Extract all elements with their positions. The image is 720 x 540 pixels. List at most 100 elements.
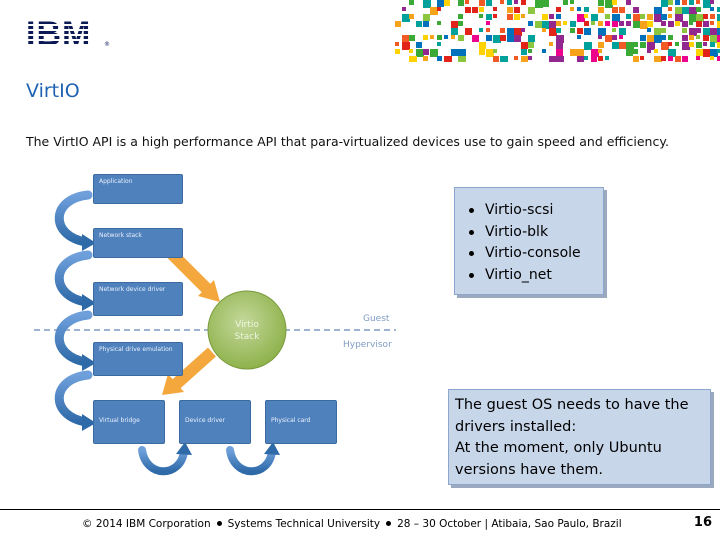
mosaic-cell (682, 7, 689, 14)
mosaic-cell (395, 42, 399, 46)
mosaic-cell (514, 28, 522, 36)
mosaic-cell (626, 14, 631, 19)
mosaic-cell (605, 21, 610, 26)
mosaic-cell (710, 21, 714, 25)
mosaic-cell (479, 7, 484, 12)
mosaic-cell (598, 7, 604, 13)
mosaic-cell (584, 7, 589, 12)
mosaic-cell (430, 7, 438, 15)
mosaic-cell (668, 14, 672, 18)
mosaic-cell (514, 14, 520, 20)
mosaic-cell (437, 42, 441, 46)
mosaic-cell (402, 7, 406, 11)
footer-copyright: © 2014 IBM Corporation (82, 518, 211, 530)
mosaic-cell (556, 56, 564, 62)
mosaic-cell (661, 0, 668, 7)
mosaic-cell (717, 14, 720, 21)
mosaic-cell (542, 0, 549, 7)
mosaic-cell (416, 49, 424, 57)
mosaic-cell (591, 56, 597, 62)
mosaic-cell (703, 35, 709, 41)
mosaic-cell (598, 0, 604, 6)
mosaic-cell (528, 56, 532, 60)
mosaic-cell (570, 7, 574, 11)
mosaic-cell (605, 0, 613, 8)
mosaic-cell (640, 14, 645, 19)
mosaic-cell (689, 35, 694, 40)
mosaic-cell (500, 28, 505, 33)
mosaic-cell (409, 49, 413, 53)
mosaic-cell (654, 35, 662, 43)
mosaic-cell (402, 14, 410, 22)
mosaic-cell (661, 35, 666, 40)
mosaic-cell (570, 49, 577, 56)
mosaic-cell (661, 42, 669, 50)
mosaic-cell (402, 42, 410, 50)
mosaic-cell (584, 21, 589, 26)
mosaic-cell (647, 35, 654, 42)
mosaic-cell (640, 21, 648, 29)
mosaic-cell (486, 49, 494, 57)
mosaic-cell (682, 21, 688, 27)
mosaic-cell (584, 56, 588, 60)
mosaic-cell (710, 0, 714, 4)
mosaic-cell (535, 0, 543, 8)
mosaic-cell (507, 0, 512, 5)
note-line-1: The guest OS needs to have the (455, 397, 689, 413)
mosaic-cell (689, 7, 697, 15)
mosaic-cell (458, 56, 466, 62)
mosaic-cell (598, 35, 602, 39)
mosaic-cell (675, 0, 680, 5)
bullet-virtio-blk: Virtio-blk (469, 222, 603, 244)
mosaic-cell (619, 35, 623, 39)
mosaic-cell (703, 14, 708, 19)
mosaic-cell (626, 21, 631, 26)
mosaic-cell (661, 14, 667, 20)
mosaic-cell (640, 35, 646, 41)
mosaic-cell (682, 28, 687, 33)
mosaic-cell (416, 21, 422, 27)
mosaic-cell (528, 35, 535, 42)
mosaic-cell (577, 28, 583, 34)
mosaic-cell (710, 42, 715, 47)
left-curved-arrows (54, 190, 93, 427)
ibm-logo-text: IBM (26, 16, 108, 52)
mosaic-cell (556, 14, 561, 19)
mosaic-cell (591, 14, 598, 21)
page-number: 16 (693, 515, 712, 530)
mosaic-cell (409, 56, 417, 62)
mosaic-cell (542, 49, 546, 53)
mosaic-cell (458, 14, 463, 19)
mosaic-cell (619, 28, 626, 35)
mosaic-cell (528, 21, 533, 26)
mosaic-cell (661, 28, 666, 33)
mosaic-cell (542, 28, 546, 32)
mosaic-cell (710, 7, 714, 11)
mosaic-cell (619, 21, 624, 26)
mosaic-cell (717, 7, 720, 12)
diagram-graphics (34, 190, 396, 476)
mosaic-cell (521, 28, 525, 32)
mosaic-cell (626, 0, 631, 5)
bullet-virtio-net: Virtio_net (469, 265, 603, 287)
mosaic-cell (486, 28, 490, 32)
mosaic-cell (591, 21, 595, 25)
mosaic-cell (500, 0, 504, 4)
mosaic-cell (423, 0, 431, 8)
virtio-stack-line-2: Stack (234, 332, 260, 342)
orange-arrow-left (169, 347, 217, 391)
mosaic-cell (493, 14, 497, 18)
mosaic-cell (717, 21, 720, 29)
mosaic-cell (717, 42, 720, 48)
mosaic-cell (668, 0, 673, 5)
orange-arrow-left-head (162, 374, 184, 395)
mosaic-cell (668, 21, 674, 27)
bullet-virtio-scsi: Virtio-scsi (469, 200, 603, 222)
note-line-4: versions have them. (455, 461, 603, 478)
mosaic-cell (437, 35, 442, 40)
mosaic-cell (486, 35, 492, 41)
mosaic-cell (710, 49, 718, 57)
mosaic-cell (605, 14, 610, 19)
mosaic-cell (437, 56, 442, 61)
